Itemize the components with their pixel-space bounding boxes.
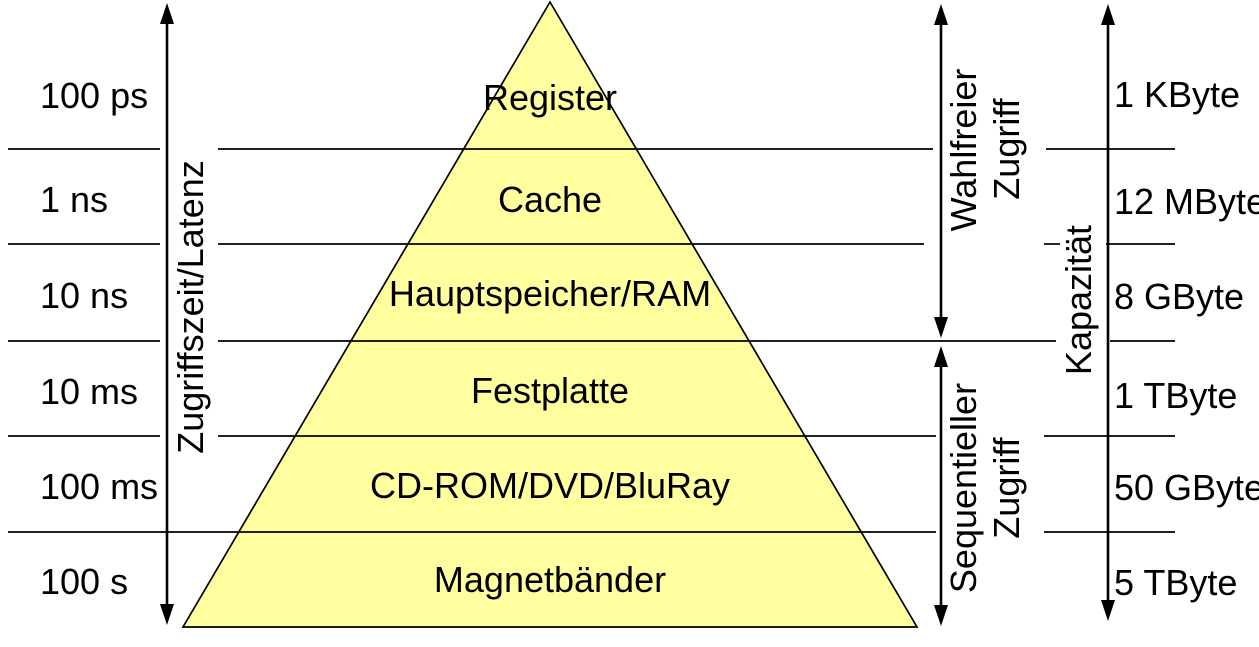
capacity-axis-label: Kapazität: [1058, 225, 1099, 375]
arrow-down-icon: [934, 605, 948, 626]
sequential-access-label-line1: Sequentieller: [943, 383, 984, 593]
capacity-label: 50 GByte: [1114, 467, 1259, 508]
level-label: Festplatte: [471, 370, 629, 411]
access-time-label: 100 ms: [40, 466, 158, 507]
capacity-label: 1 KByte: [1114, 74, 1240, 115]
level-label: Magnetbänder: [434, 559, 666, 600]
arrow-down-icon: [160, 604, 174, 625]
random-access-label-line1: Wahlfreier: [943, 69, 984, 232]
sequential-access-arrow: [934, 346, 948, 626]
capacity-label: 8 GByte: [1114, 276, 1244, 317]
arrow-up-icon: [160, 3, 174, 24]
arrow-up-icon: [934, 346, 948, 367]
access-time-label: 1 ns: [40, 179, 108, 220]
latency-axis-arrow: [160, 3, 174, 625]
arrow-down-icon: [1101, 600, 1115, 621]
arrow-up-icon: [1101, 4, 1115, 25]
access-time-label: 10 ns: [40, 275, 128, 316]
level-column: Register Cache Hauptspeicher/RAM Festpla…: [370, 77, 730, 600]
capacity-label: 5 TByte: [1114, 562, 1237, 603]
rotated-captions: Zugriffszeit/Latenz Wahlfreier Zugriff S…: [170, 69, 1099, 593]
capacity-label: 12 MByte: [1114, 181, 1259, 222]
level-label: Register: [483, 77, 617, 118]
capacity-axis-arrow: [1101, 4, 1115, 621]
capacity-column: 1 KByte 12 MByte 8 GByte 1 TByte 50 GByt…: [1114, 74, 1259, 603]
arrow-down-icon: [934, 317, 948, 338]
random-access-label-line2: Zugriff: [986, 97, 1027, 199]
access-time-label: 100 s: [40, 561, 128, 602]
random-access-arrow: [934, 4, 948, 338]
level-label: CD-ROM/DVD/BluRay: [370, 465, 730, 506]
access-time-label: 100 ps: [40, 75, 148, 116]
capacity-label: 1 TByte: [1114, 375, 1237, 416]
level-label: Hauptspeicher/RAM: [389, 273, 711, 314]
separator-lines: [8, 148, 1175, 533]
sequential-access-label-line2: Zugriff: [986, 436, 1027, 538]
access-time-column: 100 ps 1 ns 10 ns 10 ms 100 ms 100 s: [40, 75, 158, 602]
arrow-up-icon: [934, 4, 948, 25]
pyramid-shape: [181, 0, 919, 628]
latency-axis-label: Zugriffszeit/Latenz: [170, 160, 211, 453]
level-label: Cache: [498, 179, 602, 220]
access-time-label: 10 ms: [40, 371, 138, 412]
